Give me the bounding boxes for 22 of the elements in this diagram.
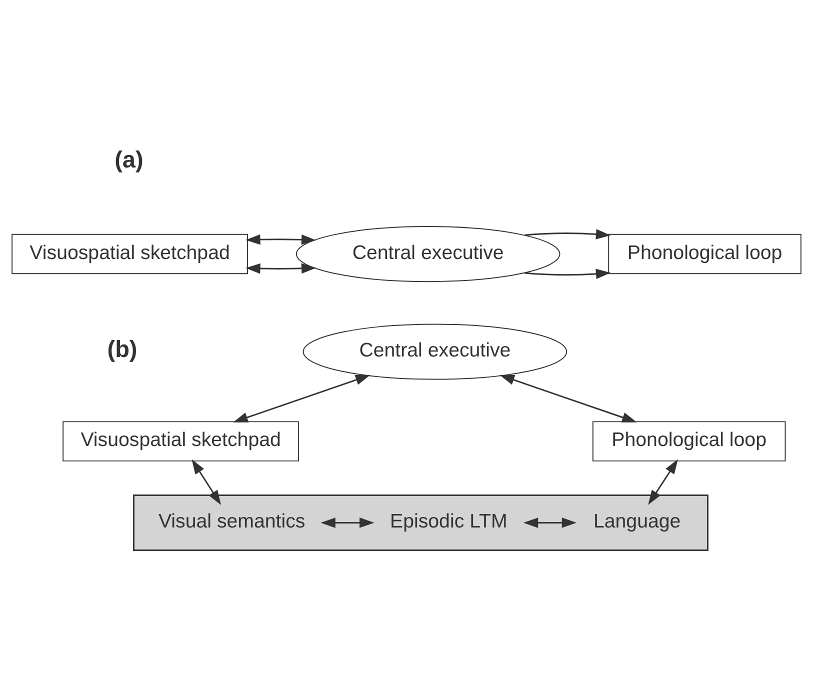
arrow xyxy=(246,234,316,245)
arrow xyxy=(524,229,611,240)
cluster xyxy=(132,494,708,551)
node-text: Episodic LTM xyxy=(390,510,508,533)
arrow xyxy=(320,518,374,528)
node-text: Language xyxy=(593,510,681,533)
arrow xyxy=(246,263,316,274)
label: (b) xyxy=(107,336,138,362)
node-box: Phonological loop xyxy=(592,421,786,462)
node-text: Visual semantics xyxy=(158,510,306,533)
arrow xyxy=(192,459,222,505)
node-box: Visuospatial sketchpad xyxy=(62,421,300,462)
arrow xyxy=(233,374,370,422)
node-ellipse: Central executive xyxy=(302,324,568,380)
node-box: Visuospatial sketchpad xyxy=(12,234,248,274)
arrow xyxy=(524,268,611,280)
node-box: Phonological loop xyxy=(608,234,802,274)
arrow xyxy=(648,459,678,505)
node-ellipse: Central executive xyxy=(296,226,560,282)
arrow xyxy=(500,374,637,422)
label: (a) xyxy=(114,146,144,173)
arrow xyxy=(523,518,577,528)
